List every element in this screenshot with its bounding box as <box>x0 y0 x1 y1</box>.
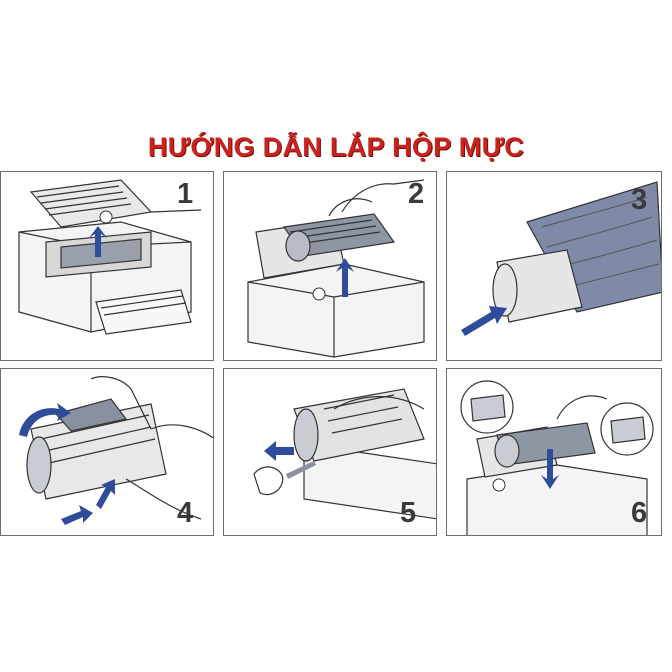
step-5-panel: 5 <box>223 368 437 536</box>
unwrap-cartridge-icon <box>461 181 661 336</box>
step-4-panel: 4 <box>0 368 214 536</box>
step-2-panel: 2 <box>223 171 437 361</box>
pull-seal-tape-icon <box>253 388 436 520</box>
shake-cartridge-icon <box>19 376 213 525</box>
step-3-panel: 3 <box>446 171 662 361</box>
step-3-number: 3 <box>631 184 648 216</box>
insert-cartridge-icon <box>460 380 654 535</box>
guide-title: HƯỚNG DẪN LẮP HỘP MỰC <box>147 132 525 162</box>
step-5-number: 5 <box>400 497 417 529</box>
step-6-number: 6 <box>631 497 648 529</box>
step-1-number: 1 <box>177 178 194 210</box>
step-6-panel: 6 <box>446 368 662 536</box>
step-1-panel: 1 <box>0 171 214 361</box>
step-2-number: 2 <box>408 178 425 210</box>
printer-open-cover-icon <box>18 179 202 335</box>
step-4-number: 4 <box>177 497 194 529</box>
remove-cartridge-icon <box>247 179 425 358</box>
